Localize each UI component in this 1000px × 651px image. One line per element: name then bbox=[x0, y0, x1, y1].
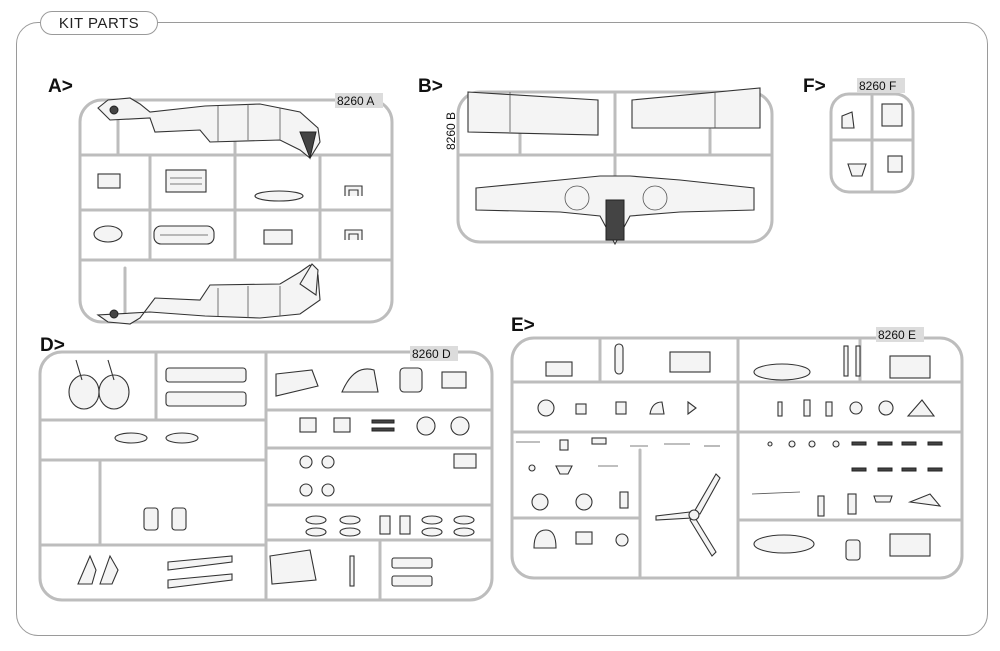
part-e-panel bbox=[889, 355, 931, 379]
part-a-spinner bbox=[93, 225, 123, 243]
part-d-tray bbox=[453, 453, 477, 469]
wing-upper-left bbox=[467, 91, 599, 136]
d-small-pods bbox=[305, 515, 475, 537]
part-d-tyre-1 bbox=[416, 416, 436, 436]
part-d-tank-1 bbox=[114, 432, 148, 444]
sprue-a-code: 8260 A bbox=[337, 94, 374, 108]
part-d-rudder bbox=[275, 369, 319, 397]
part-e-gear-2 bbox=[575, 493, 593, 511]
part-d-box-1 bbox=[299, 417, 317, 433]
part-e-seat bbox=[845, 539, 861, 561]
sprue-e: 8260 E bbox=[510, 327, 964, 580]
kit-parts-frame bbox=[16, 22, 988, 636]
part-d-box-2 bbox=[333, 417, 351, 433]
part-e-box bbox=[545, 361, 573, 377]
e-grid-bits bbox=[767, 440, 943, 472]
sprue-f-code: 8260 F bbox=[859, 79, 896, 93]
part-a-bracket-2 bbox=[344, 229, 363, 240]
part-d-tank-2 bbox=[165, 432, 199, 444]
part-d-legs bbox=[77, 554, 119, 585]
e-small-bits bbox=[516, 437, 720, 475]
part-d-rod bbox=[349, 555, 355, 587]
part-f-frame bbox=[881, 103, 903, 127]
part-d-cowl bbox=[341, 368, 379, 393]
part-a-bracket bbox=[344, 185, 363, 196]
sprue-b: 8260 B bbox=[444, 87, 774, 246]
propeller bbox=[655, 473, 721, 557]
part-f-canopy bbox=[841, 111, 855, 129]
part-e-gear-1 bbox=[531, 493, 549, 511]
part-e-panel-2 bbox=[889, 533, 931, 557]
sprue-e-letter: E> bbox=[511, 315, 535, 336]
part-e-ring bbox=[537, 399, 555, 417]
sprue-a-letter: A> bbox=[48, 76, 73, 97]
part-a-droptank bbox=[254, 190, 304, 202]
part-f-seat bbox=[847, 163, 867, 177]
wheel-halves bbox=[68, 359, 130, 410]
kit-parts-title: KIT PARTS bbox=[40, 11, 158, 35]
sprue-b-code: 8260 B bbox=[444, 112, 458, 150]
part-d-seat bbox=[399, 367, 423, 393]
sprue-b-letter: B> bbox=[418, 76, 443, 97]
part-e-tank-2 bbox=[753, 534, 815, 554]
sprue-d: 8260 D bbox=[38, 346, 494, 602]
fuselage-half-right bbox=[96, 263, 321, 325]
part-d-blades bbox=[167, 555, 233, 589]
part-e-tank bbox=[753, 363, 811, 381]
part-d-panel bbox=[441, 371, 467, 389]
sprue-e-code: 8260 E bbox=[878, 328, 916, 342]
part-f-block bbox=[887, 155, 903, 173]
part-d-rudder-2 bbox=[269, 549, 317, 585]
part-e-strut bbox=[614, 343, 624, 375]
fuselage-half-left bbox=[97, 97, 321, 160]
sprue-a: 8260 A bbox=[78, 93, 394, 325]
sprue-d-code: 8260 D bbox=[412, 347, 451, 361]
part-d-tyre-2 bbox=[450, 416, 470, 436]
part-a-box bbox=[97, 173, 121, 189]
part-a-panel bbox=[263, 229, 293, 245]
part-e-hood bbox=[533, 529, 557, 549]
wing-upper-right bbox=[631, 87, 761, 129]
part-e-cap bbox=[649, 401, 665, 415]
d-flaps bbox=[165, 367, 247, 407]
part-a-radiator bbox=[165, 169, 207, 193]
sprue-f: 8260 F bbox=[829, 78, 915, 194]
sprue-f-letter: F> bbox=[803, 76, 826, 97]
part-e-engine bbox=[669, 351, 711, 373]
